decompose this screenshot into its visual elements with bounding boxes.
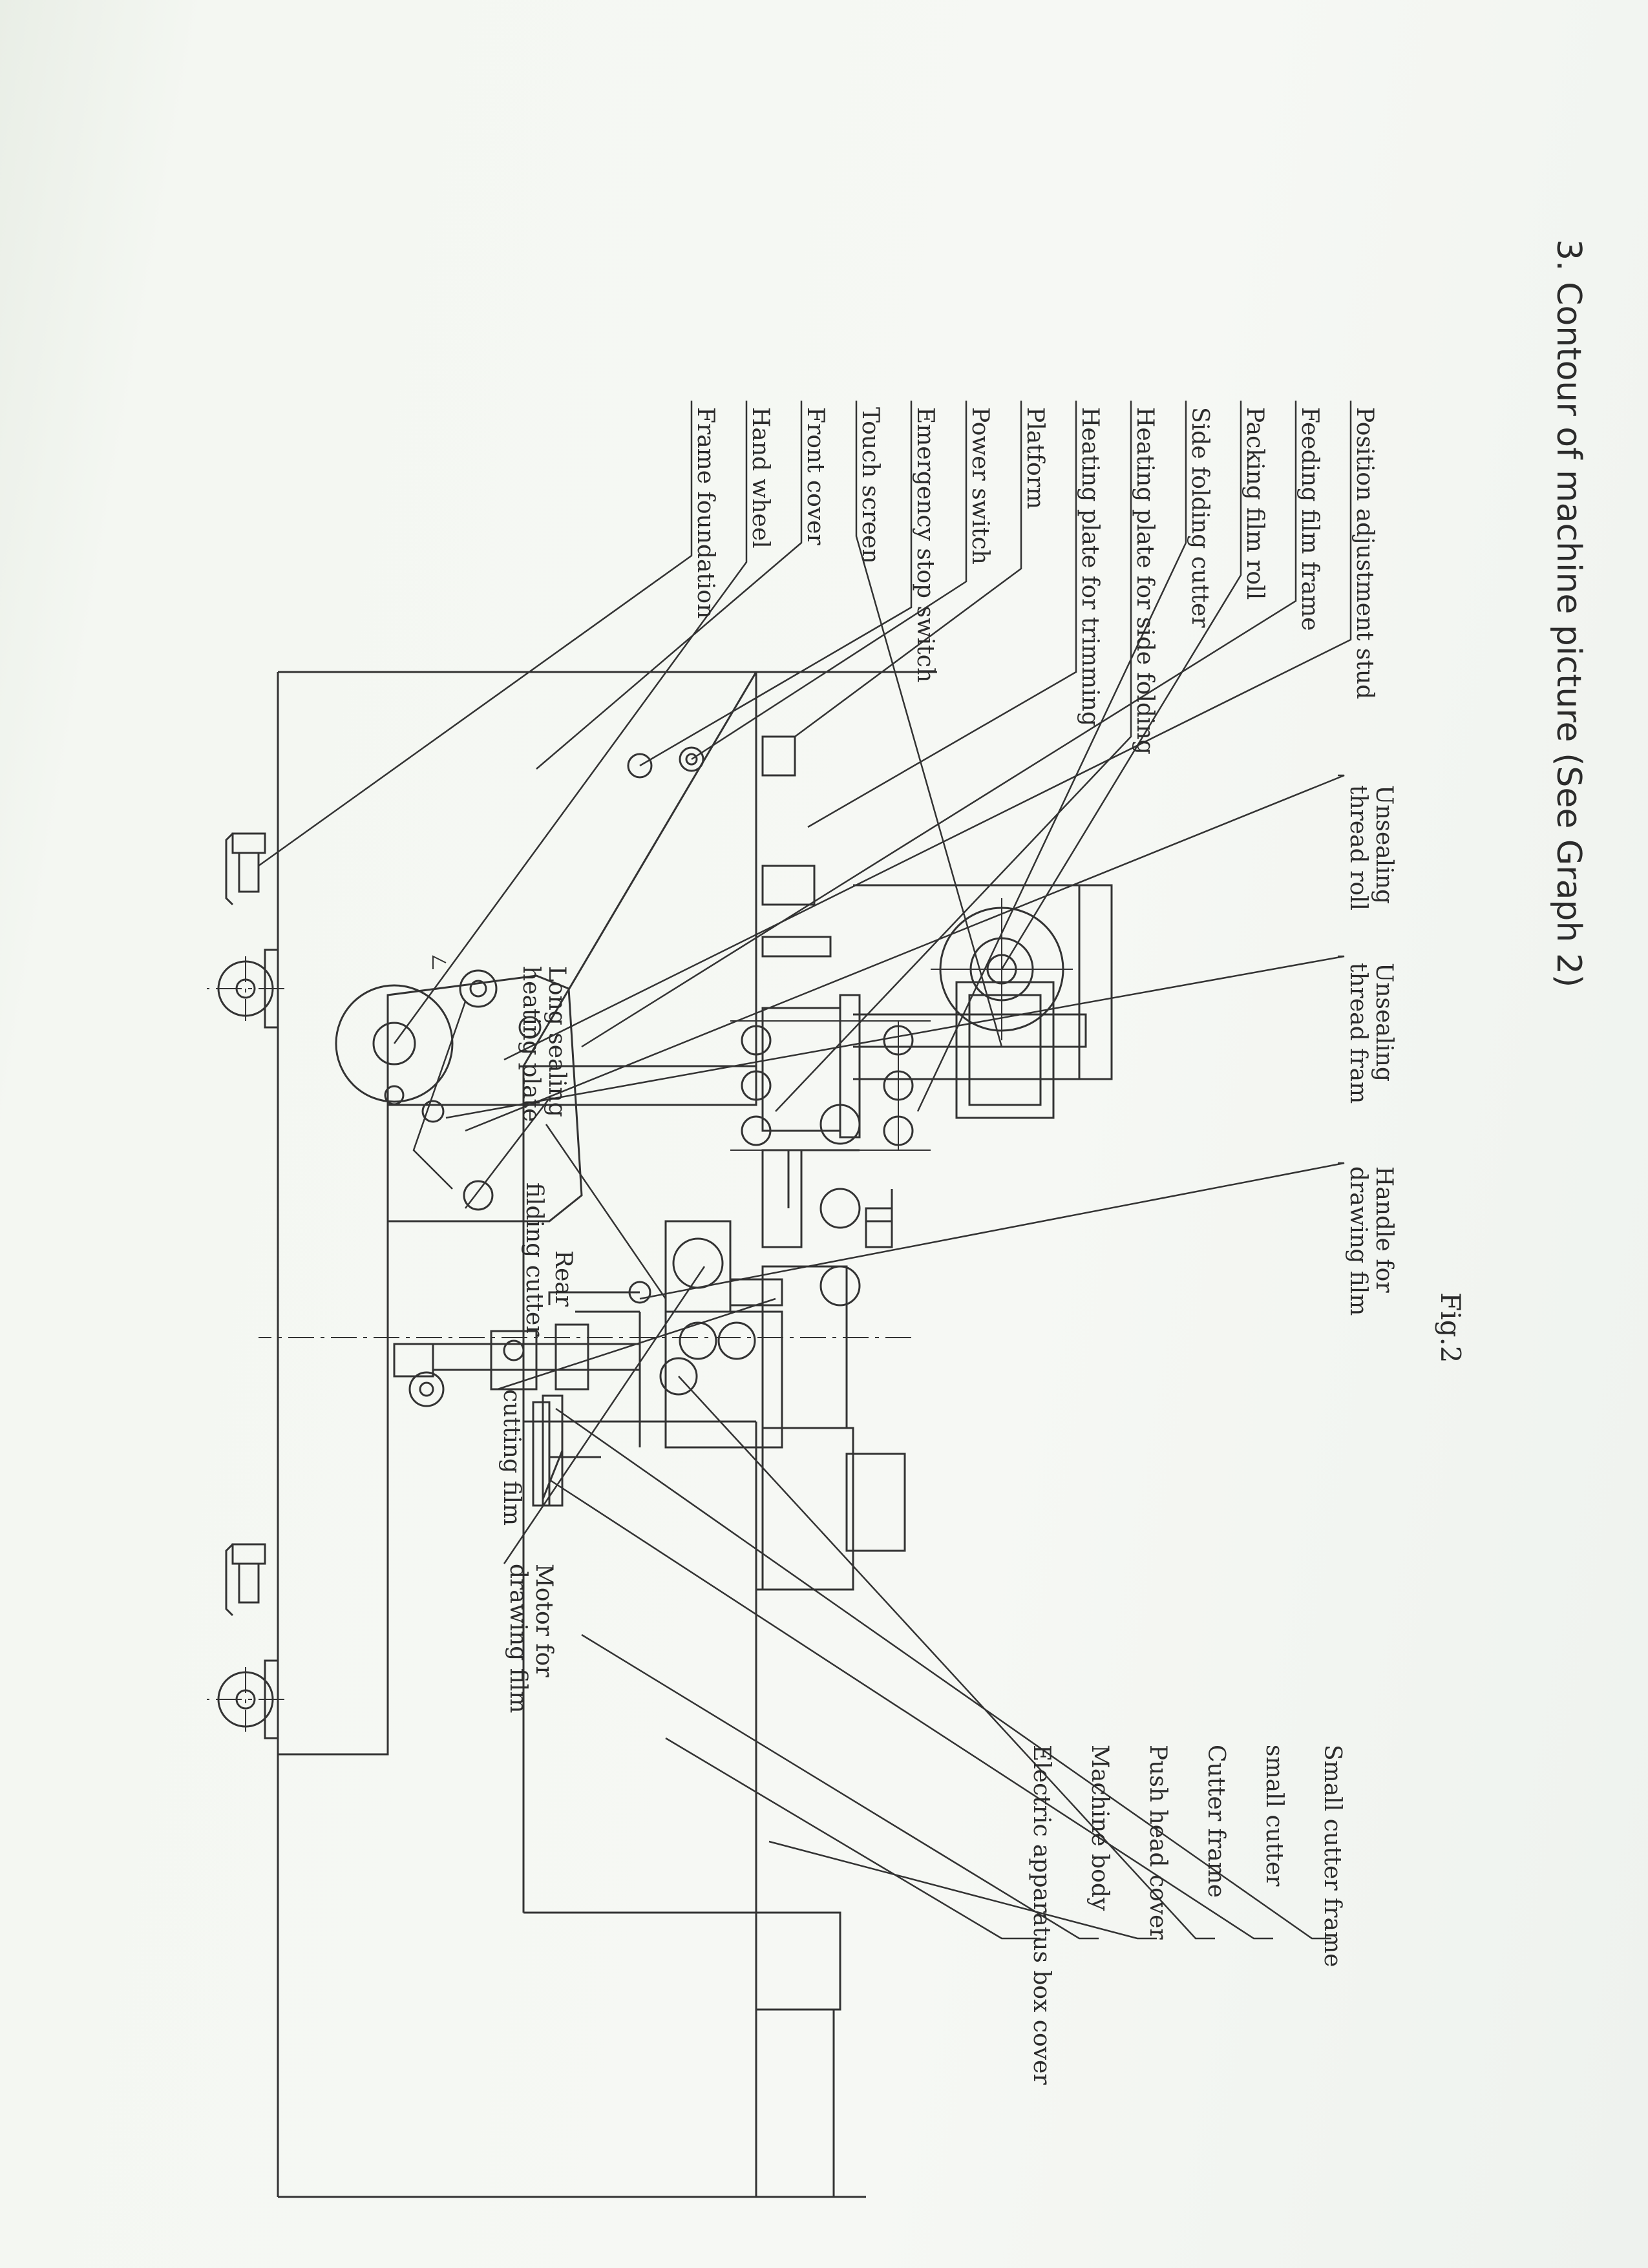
- platform-assembly: [755, 735, 906, 2198]
- center-lines: [207, 956, 911, 1732]
- label-touch-screen: Touch screen: [857, 407, 883, 564]
- label-electric-box-cover: Electric apparatus box cover: [1028, 1745, 1055, 2085]
- touch-screen: [955, 981, 1055, 1119]
- label-feeding-film-frame: Feeding film frame: [1296, 407, 1323, 631]
- label-motor-drawing-film-1: Motor for: [531, 1564, 557, 1677]
- label-frame-foundation: Frame foundation: [692, 407, 719, 618]
- hand-wheel: [335, 955, 454, 1106]
- long-sealing-heating-plate: [787, 1149, 893, 1248]
- figure-caption: Fig.2: [1435, 1292, 1466, 1363]
- label-front-cover: Front cover: [802, 407, 829, 545]
- label-machine-body: Machine body: [1086, 1745, 1113, 1911]
- label-heating-plate-trimming: Heating plate for trimming: [1077, 407, 1103, 726]
- label-platform: Platform: [1022, 407, 1048, 509]
- section-title: 3. Contour of machine picture (See Graph…: [1549, 239, 1588, 987]
- label-handle-drawing-film-2: drawing film: [1345, 1166, 1371, 1316]
- cutter-assembly: [393, 1220, 783, 1507]
- unsealing-thread-frame: [386, 969, 583, 1223]
- label-rear-filding-cutter-2: filding cutter: [521, 1182, 547, 1337]
- label-unsealing-thread-roll-1: Unsealing: [1371, 785, 1397, 904]
- label-emergency-stop-switch: Emergency stop switch: [912, 407, 938, 682]
- label-long-sealing-plate-2: heating plate: [518, 966, 544, 1122]
- label-cutting-film: cutting film: [498, 1389, 525, 1526]
- small-cutter: [542, 1394, 564, 1507]
- label-hand-wheel: Hand wheel: [747, 407, 774, 549]
- label-small-cutter-frame: Small cutter frame: [1319, 1745, 1346, 1967]
- label-unsealing-thread-frame-1: Unsealing: [1371, 963, 1397, 1082]
- right-callouts: Small cutter frame small cutter Cutter f…: [549, 1376, 1346, 2085]
- label-push-head-cover: Push head cover: [1145, 1745, 1171, 1940]
- machine-body-outline: [277, 671, 937, 2198]
- label-small-cutter: small cutter: [1261, 1745, 1287, 1887]
- label-rear-filding-cutter-1: Rear: [550, 1250, 576, 1307]
- label-unsealing-thread-roll-2: thread roll: [1345, 785, 1371, 910]
- frame-foundation-feet: [217, 832, 279, 1739]
- label-position-adjustment-stud: Position adjustment stud: [1351, 407, 1378, 699]
- label-cutter-frame: Cutter frame: [1203, 1745, 1229, 1898]
- control-switches: [627, 746, 704, 779]
- label-handle-drawing-film-1: Handle for: [1371, 1166, 1397, 1293]
- label-unsealing-thread-frame-2: thread fram: [1345, 963, 1371, 1104]
- label-power-switch: Power switch: [967, 407, 993, 565]
- label-motor-drawing-film-2: drawing film: [505, 1564, 531, 1713]
- label-long-sealing-plate-1: Long sealing: [544, 966, 570, 1117]
- label-heating-plate-side-folding: Heating plate for side folding: [1132, 407, 1158, 755]
- left-callouts: Position adjustment stud Feeding film fr…: [258, 401, 1378, 1112]
- label-side-folding-cutter: Side folding cutter: [1187, 407, 1213, 628]
- interior-callouts: Unsealing thread roll Unsealing thread f…: [445, 774, 1397, 1713]
- label-packing-film-roll: Packing film roll: [1241, 407, 1268, 600]
- drawing-film-handle: [548, 1281, 651, 1313]
